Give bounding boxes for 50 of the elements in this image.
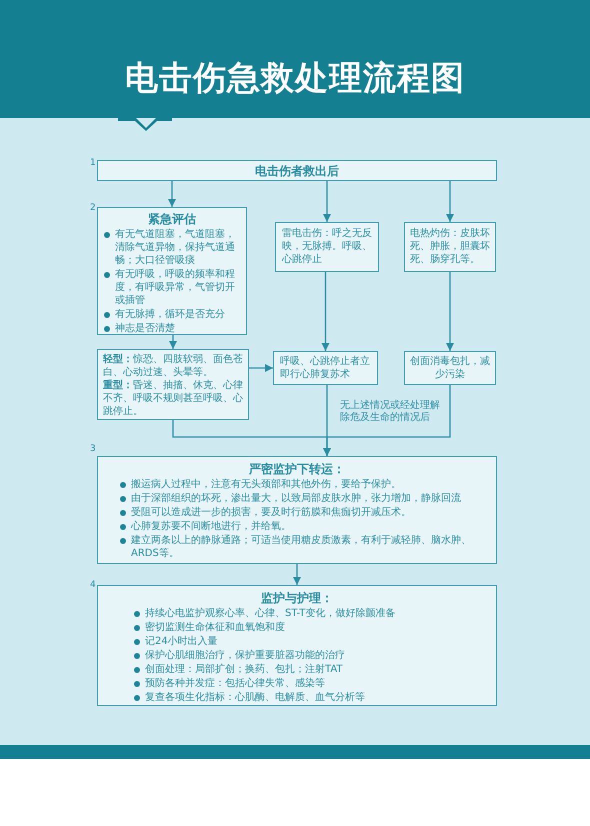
box-text: 电热灼伤：皮肤坏死、肿胀，胆囊坏死、肠穿孔等。 bbox=[410, 227, 490, 266]
bullet-item: 保护心肌细胞治疗，保护重要脏器功能的治疗 bbox=[134, 649, 488, 662]
box-heading: 紧急评估 bbox=[147, 211, 197, 227]
process-box bbox=[275, 222, 379, 272]
arrow bbox=[168, 181, 176, 207]
bullet-item: 神志是否清楚 bbox=[104, 322, 242, 335]
box-text: 重型：昏迷、抽搐、休克、心律不齐、呼吸不规则甚至呼吸、心跳停止。 bbox=[103, 379, 243, 418]
bullet-item: 受阻可以造成进一步的损害，要及时行筋膜和焦痂切开减压术。 bbox=[120, 506, 488, 519]
arrow bbox=[323, 181, 331, 222]
process-box bbox=[273, 351, 378, 385]
arrow bbox=[322, 272, 330, 351]
note-text: 无上述情况或经处理解除危及生命的情况后 bbox=[340, 400, 441, 424]
bullet-item: 密切监测生命体征和血氧饱和度 bbox=[134, 621, 488, 634]
process-box bbox=[97, 160, 497, 181]
step-number: 1 bbox=[90, 158, 96, 168]
box-text: 呼吸、心跳停止者立即行心肺复苏术 bbox=[280, 355, 371, 381]
bullet-item: 由于深部组织的坏死，渗出量大，以致局部皮肤水肿，张力增加，静脉回流 bbox=[120, 492, 488, 505]
box-heading: 严密监护下转运： bbox=[248, 461, 346, 477]
arrow bbox=[293, 564, 301, 585]
bullet-item: 有无呼吸，呼吸的频率和程度，有呼吸异常，气管切开或插管 bbox=[104, 268, 242, 307]
bullet-item: 搬运病人过程中，注意有无头颈部和其他外伤，要给予保护。 bbox=[120, 478, 488, 491]
process-box bbox=[97, 456, 497, 564]
step-number: 2 bbox=[90, 203, 96, 213]
arrow bbox=[249, 364, 273, 372]
box-text: 雷电击伤：呼之无反映，无脉搏。呼吸、心跳停止 bbox=[282, 227, 372, 266]
page-title: 电击伤急救处理流程图 bbox=[124, 57, 466, 99]
step-number: 4 bbox=[90, 580, 96, 590]
bullet-item: 持续心电监护观察心率、心律、ST-T变化，做好除颤准备 bbox=[134, 607, 488, 620]
arrow bbox=[446, 181, 454, 222]
box-heading: 电击伤者救出后 bbox=[254, 163, 340, 179]
bullet-item: 有无气道阻塞，气道阻塞，清除气道异物，保持气道通畅；大口径管吸痰 bbox=[104, 228, 242, 267]
process-box bbox=[404, 351, 496, 385]
process-box bbox=[404, 222, 496, 272]
process-box bbox=[97, 585, 497, 706]
box-text: 创面消毒包扎，减少污染 bbox=[410, 355, 490, 381]
process-box bbox=[97, 207, 247, 335]
bullet-item: 心肺复苏要不间断地进行，并给氧。 bbox=[120, 520, 488, 533]
bullet-item: 创面处理：局部扩创；换药、包扎；注射TAT bbox=[134, 663, 488, 676]
bullet-item: 记24小时出入量 bbox=[134, 635, 488, 648]
bullet-item: 预防各种并发症：包括心律失常、感染等 bbox=[134, 677, 488, 690]
bullet-item: 建立两条以上的静脉通路；可适当使用糖皮质激素，有利于减轻肺、脑水肿、ARDS等。 bbox=[120, 534, 488, 560]
arrow bbox=[169, 335, 177, 349]
arrow bbox=[446, 272, 454, 351]
box-text: 轻型：惊恐、四肢软弱、面色苍白、心动过速、头晕等。 bbox=[103, 353, 243, 379]
box-heading: 监护与护理： bbox=[260, 590, 334, 606]
bullet-item: 有无脉搏，循环是否充分 bbox=[104, 308, 242, 321]
bullet-item: 复查各项生化指标：心肌酶、电解质、血气分析等 bbox=[134, 691, 488, 704]
arrow bbox=[323, 385, 451, 456]
process-box bbox=[97, 349, 249, 420]
step-number: 3 bbox=[90, 444, 96, 454]
